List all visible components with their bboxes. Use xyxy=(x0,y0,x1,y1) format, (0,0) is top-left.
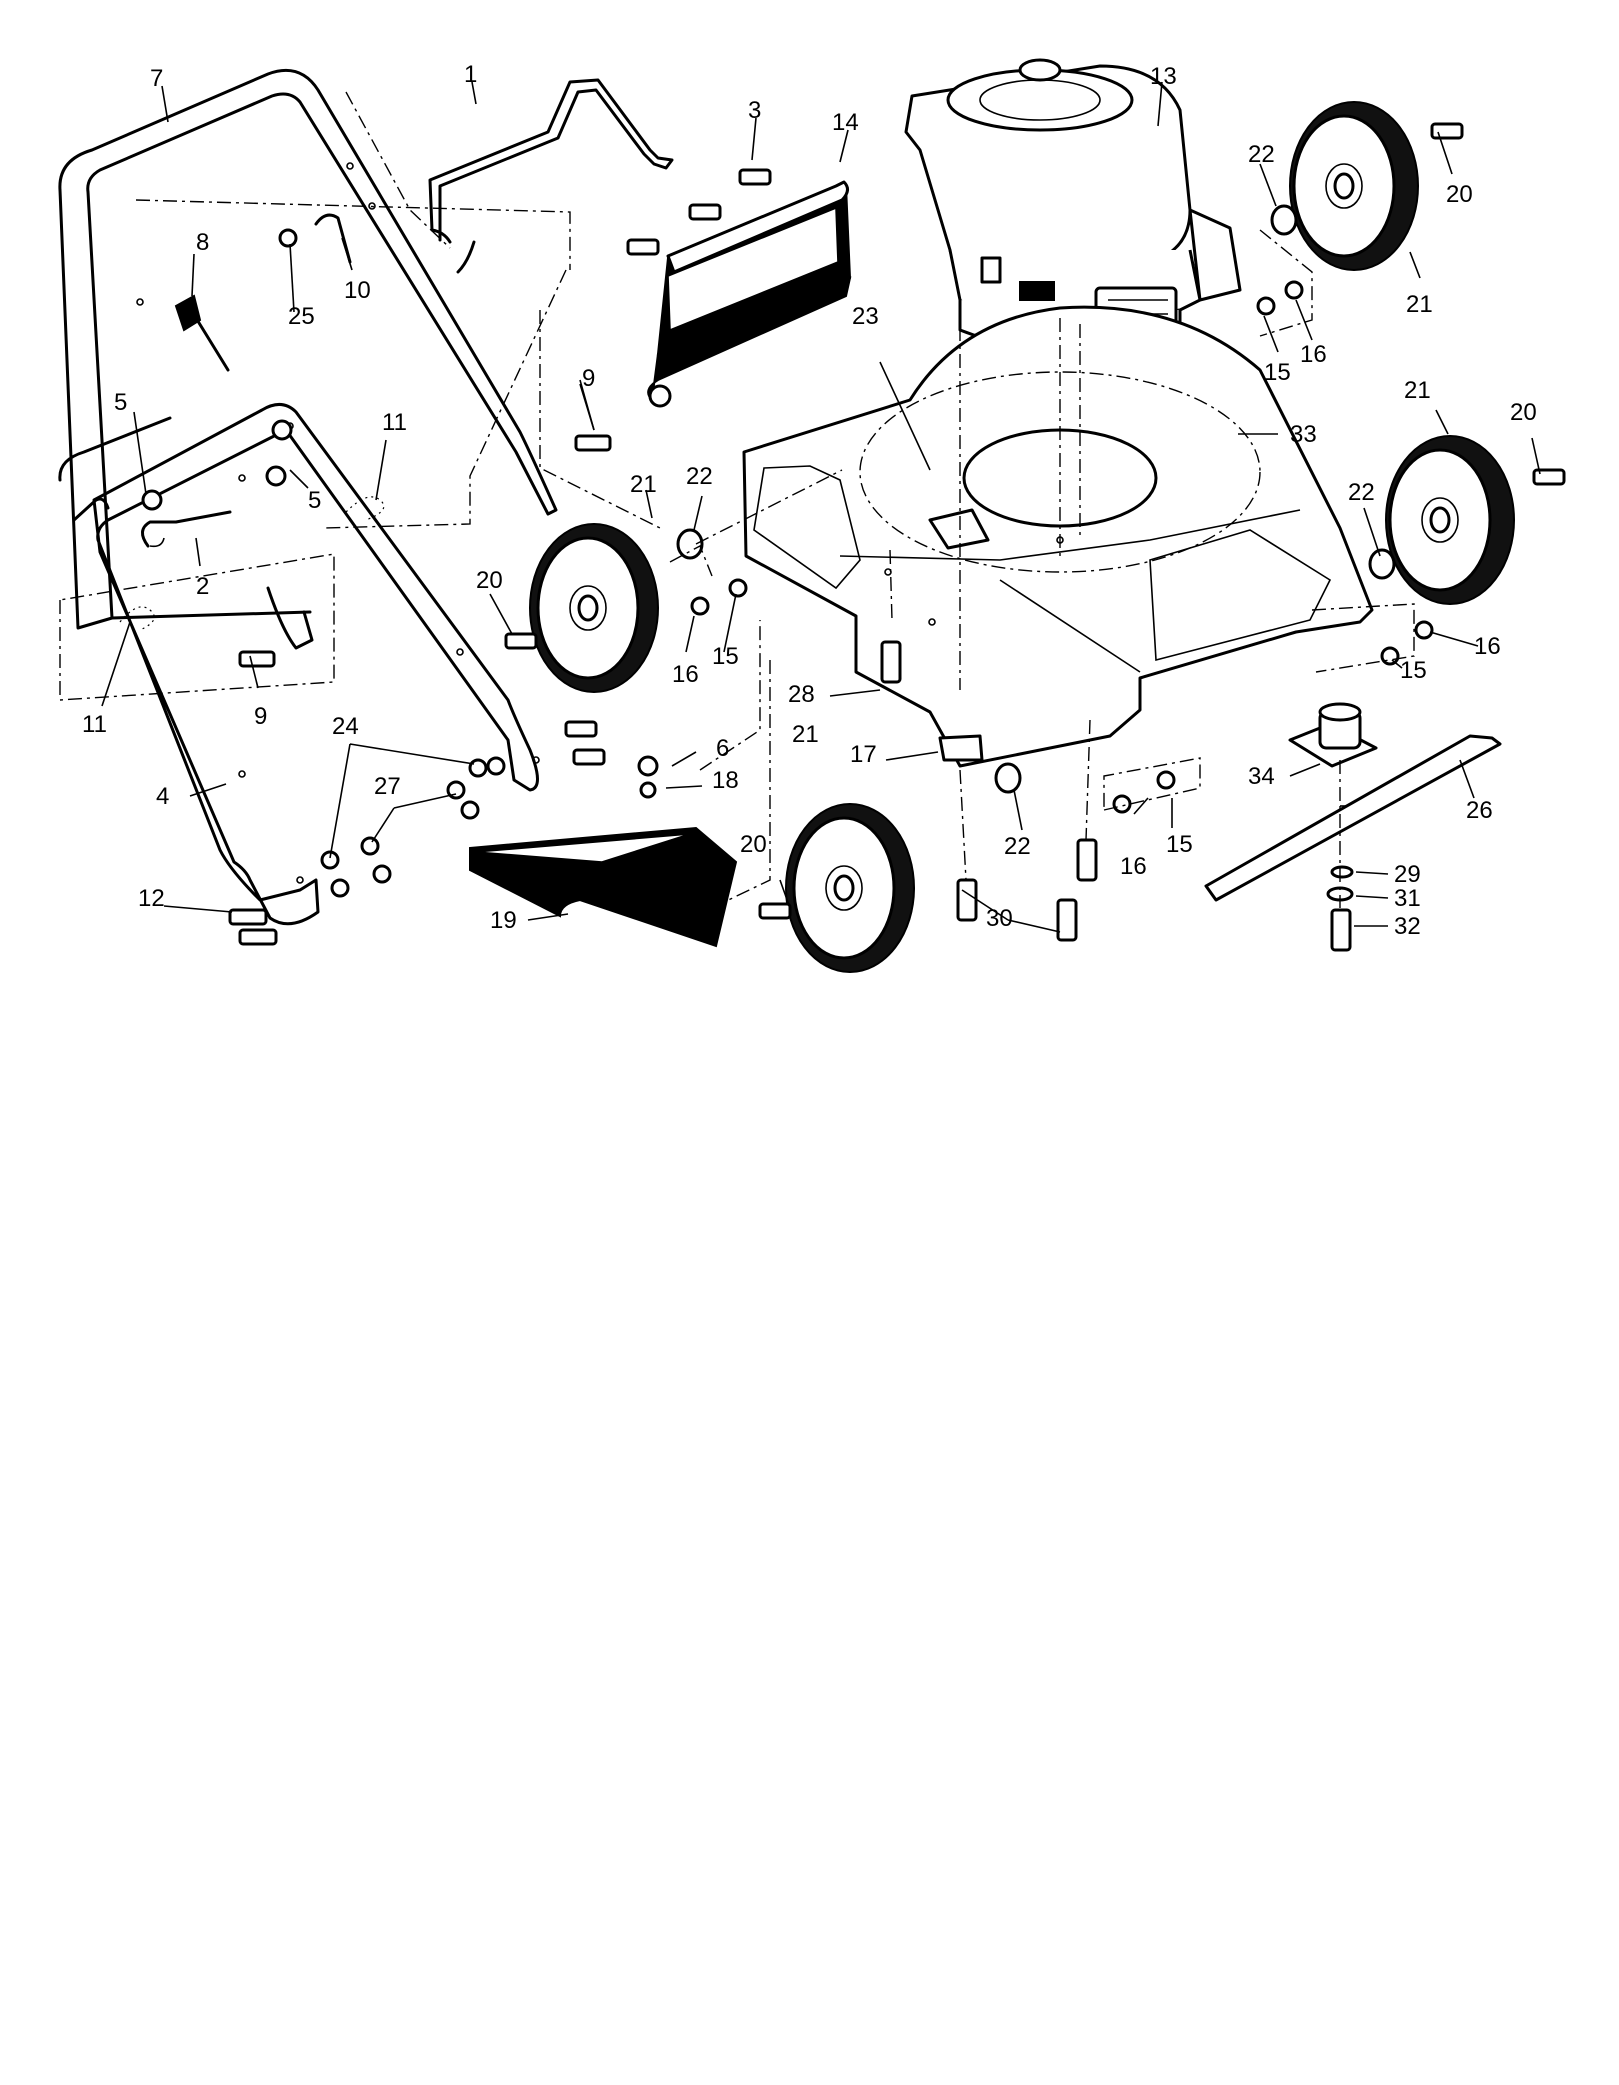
wheel-front-right xyxy=(785,803,915,973)
callout-14: 14 xyxy=(832,109,859,136)
callout-27: 27 xyxy=(374,773,401,800)
callout-18: 18 xyxy=(712,767,739,794)
callout-26: 26 xyxy=(1466,797,1493,824)
callout-31: 31 xyxy=(1394,885,1421,912)
callout-29: 29 xyxy=(1394,861,1421,888)
callout-22c: 22 xyxy=(1348,479,1375,506)
cable-tie-8 xyxy=(174,294,230,372)
callout-20d: 20 xyxy=(740,831,767,858)
cable-wrap-11a xyxy=(119,606,155,631)
discharge-chute xyxy=(469,755,738,948)
leader-lines xyxy=(101,81,1541,933)
control-cable xyxy=(141,510,232,548)
callout-4: 4 xyxy=(156,783,169,810)
blade-hardware xyxy=(1326,760,1354,952)
callout-13: 13 xyxy=(1150,63,1177,90)
callout-20c: 20 xyxy=(1510,399,1537,426)
callout-16b: 16 xyxy=(672,661,699,688)
callout-34: 34 xyxy=(1248,763,1275,790)
callout-11b: 11 xyxy=(82,711,107,738)
wheel-front-left xyxy=(529,523,659,693)
wheel-hardware xyxy=(504,122,1566,920)
callout-15a: 15 xyxy=(1264,359,1291,386)
callout-16d: 16 xyxy=(1120,853,1147,880)
wheel-rear-bottom xyxy=(1385,435,1515,605)
callout-30: 30 xyxy=(986,905,1013,932)
callout-22b: 22 xyxy=(1248,141,1275,168)
clip-10 xyxy=(314,213,352,264)
callout-33: 33 xyxy=(1290,421,1317,448)
callout-17: 17 xyxy=(850,741,877,768)
cable-wrap-11b xyxy=(345,496,385,521)
callout-15d: 15 xyxy=(1166,831,1193,858)
callout-5b: 5 xyxy=(308,487,321,514)
callout-11a: 11 xyxy=(382,409,407,436)
rear-flap xyxy=(626,168,852,408)
callout-9a: 9 xyxy=(582,365,595,392)
callout-16c: 16 xyxy=(1474,633,1501,660)
blade xyxy=(1204,734,1502,902)
callout-23: 23 xyxy=(852,303,879,330)
callout-16a: 16 xyxy=(1300,341,1327,368)
callout-22a: 22 xyxy=(686,463,713,490)
handle-hardware xyxy=(141,228,612,946)
guide-lines xyxy=(59,91,1415,907)
callout-24: 24 xyxy=(332,713,359,740)
callout-28: 28 xyxy=(788,681,815,708)
callout-20b: 20 xyxy=(1446,181,1473,208)
callout-15b: 15 xyxy=(712,643,739,670)
callout-21a: 21 xyxy=(630,471,657,498)
callout-20a: 20 xyxy=(476,567,503,594)
callout-7: 7 xyxy=(150,65,163,92)
callout-6: 6 xyxy=(716,735,729,762)
callout-8: 8 xyxy=(196,229,209,256)
callout-9b: 9 xyxy=(254,703,267,730)
wheel-rear-top xyxy=(1289,101,1419,271)
blade-adapter xyxy=(1288,702,1378,768)
upper-handle xyxy=(58,69,558,650)
control-bar xyxy=(428,78,674,274)
callout-labels: 1 2 3 4 5 5 6 7 8 9 9 10 11 11 12 13 14 … xyxy=(82,61,1537,940)
callout-15c: 15 xyxy=(1400,657,1427,684)
callout-32: 32 xyxy=(1394,913,1421,940)
engine xyxy=(904,58,1242,350)
callout-21b: 21 xyxy=(1406,291,1433,318)
callout-22d: 22 xyxy=(1004,833,1031,860)
lower-handle xyxy=(92,403,540,926)
callout-3: 3 xyxy=(748,97,761,124)
callout-21d: 21 xyxy=(792,721,819,748)
callout-21c: 21 xyxy=(1404,377,1431,404)
callout-19: 19 xyxy=(490,907,517,934)
handle-side-panel xyxy=(58,416,172,522)
callout-12: 12 xyxy=(138,885,165,912)
callout-5a: 5 xyxy=(114,389,127,416)
callout-2: 2 xyxy=(196,573,209,600)
callout-25: 25 xyxy=(288,303,315,330)
callout-1: 1 xyxy=(464,61,477,88)
callout-10: 10 xyxy=(344,277,371,304)
